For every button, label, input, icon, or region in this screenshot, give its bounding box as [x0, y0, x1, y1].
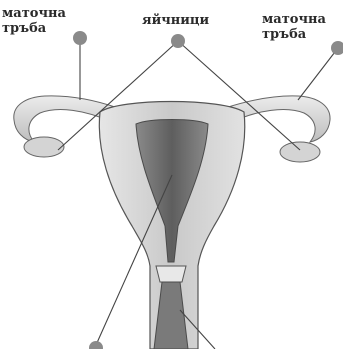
label-left-tube-line1: маточна — [2, 6, 66, 21]
marker-left-tube — [73, 31, 87, 45]
label-right-tube-line1: маточна — [262, 12, 326, 27]
cervix — [156, 266, 186, 282]
marker-right-tube — [331, 41, 343, 55]
leader-right-tube — [298, 48, 338, 100]
right-ovary — [280, 142, 320, 162]
marker-ovaries — [171, 34, 185, 48]
label-right-tube-line2: тръба — [262, 27, 326, 42]
label-left-tube-line2: тръба — [2, 21, 66, 36]
marker-bottom — [89, 341, 103, 349]
label-right-fallopian-tube: маточна тръба — [262, 12, 326, 42]
left-ovary — [24, 137, 64, 157]
label-left-fallopian-tube: маточна тръба — [2, 6, 66, 36]
label-ovaries: яйчници — [142, 13, 209, 28]
